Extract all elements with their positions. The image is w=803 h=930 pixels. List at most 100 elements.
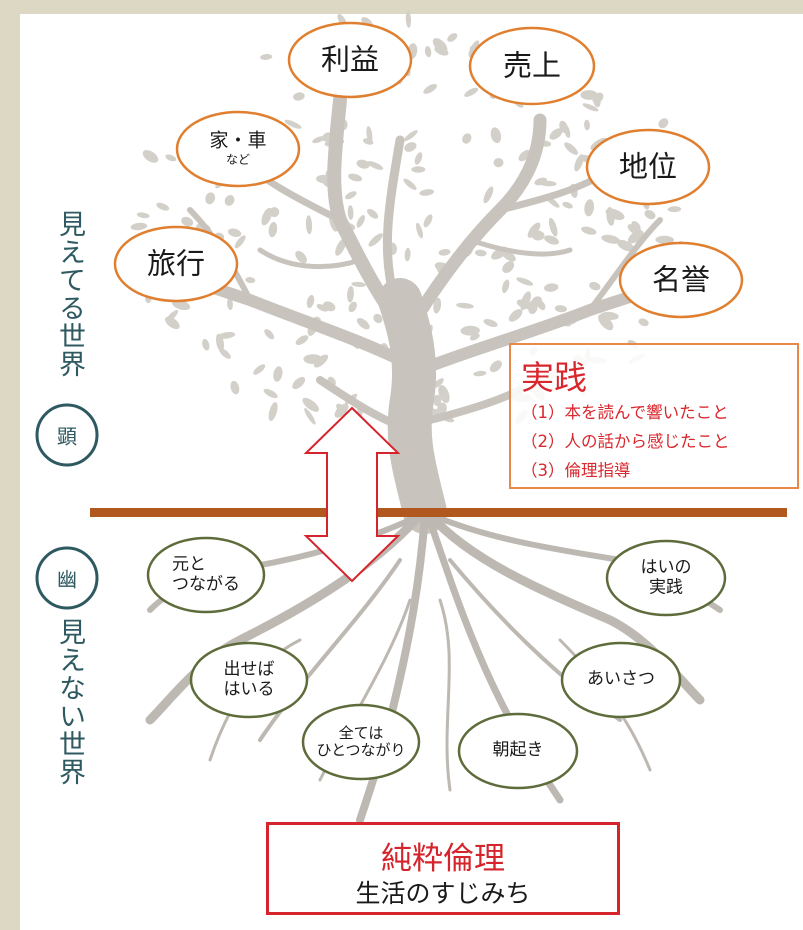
leaf: [367, 208, 379, 219]
leaf: [205, 192, 216, 205]
leaf: [527, 222, 541, 238]
leaf: [156, 202, 170, 211]
fruit-honor-label: 名誉: [651, 262, 711, 297]
practice-item-1: （1）本を読んで響いたこと: [521, 403, 729, 422]
leaf: [490, 127, 502, 144]
leaf: [582, 103, 599, 112]
leaf: [438, 249, 451, 256]
root-dase-line1: 出せば: [223, 659, 275, 680]
leaf: [312, 136, 326, 144]
leaf: [548, 217, 558, 237]
root-all-group: 全てはひとつながり: [317, 723, 406, 760]
practice-item-2: （2）人の話から感じたこと: [521, 432, 730, 451]
fruit-status-label: 地位: [618, 149, 678, 184]
practice-title: 実践: [521, 358, 587, 397]
leaf: [483, 186, 494, 204]
leaf: [348, 301, 357, 313]
leaf: [305, 215, 313, 235]
root-origin-line2: つながる: [172, 574, 240, 594]
leaf: [468, 40, 480, 58]
fruit-house-car-group: 家・車 など: [209, 129, 267, 168]
leaf: [273, 366, 283, 382]
leaf: [356, 215, 365, 228]
root-all-line1: 全ては: [338, 723, 384, 742]
root-oval-dase: [189, 641, 309, 719]
root-hai-line1: はいの: [640, 557, 692, 578]
leaf: [631, 221, 641, 231]
leaf: [601, 234, 621, 244]
leaf: [489, 360, 502, 373]
leaf: [516, 277, 534, 286]
fruit-oval-sales: [468, 26, 596, 106]
leaf: [403, 178, 417, 190]
leaf: [362, 138, 374, 145]
fruit-sales-label: 売上: [502, 48, 562, 83]
leaf: [411, 166, 426, 173]
leaf: [264, 329, 275, 340]
root-origin-group: 元とつながる: [172, 555, 240, 594]
root-greeting-label: あいさつ: [587, 669, 655, 690]
root-oval-early: [457, 712, 579, 790]
leaf: [260, 54, 273, 60]
practice-item-3: （3）倫理指導: [521, 461, 631, 480]
leaf: [224, 194, 235, 206]
leaf: [351, 281, 366, 287]
leaf: [433, 297, 442, 314]
root-oval-all: [301, 703, 421, 781]
practice-box: 実践 （1）本を読んで響いたこと （2）人の話から感じたこと （3）倫理指導: [509, 343, 799, 489]
leaf: [474, 249, 487, 257]
fruit-oval-profit: [287, 21, 413, 99]
leaf: [549, 128, 563, 140]
leaf: [423, 214, 433, 228]
leaf: [219, 348, 231, 359]
leaf: [539, 180, 557, 187]
fruit-oval-house-car: [175, 110, 301, 188]
leaf: [142, 150, 159, 163]
visible-circle-char: 顕: [57, 424, 77, 449]
leaf: [531, 296, 542, 305]
leaf: [227, 297, 233, 311]
leaf: [404, 247, 411, 262]
visible-circle: [35, 403, 99, 467]
leaf: [581, 226, 597, 235]
root-hai-line2: 実践: [649, 577, 683, 597]
leaf: [460, 325, 480, 336]
leaf: [356, 159, 370, 169]
leaf: [217, 332, 236, 339]
leaf: [544, 235, 560, 245]
leaf: [438, 385, 450, 403]
leaf: [518, 149, 531, 162]
leaf: [268, 402, 278, 421]
root-dase-line2: はいる: [223, 679, 275, 699]
leaf: [269, 207, 280, 218]
leaf: [367, 161, 384, 170]
invisible-circle: [35, 546, 99, 610]
leaf: [563, 124, 571, 138]
leaf: [403, 130, 418, 142]
leaf: [404, 142, 417, 152]
leaf: [502, 279, 510, 294]
root-origin-line1: 元と: [172, 554, 206, 575]
leaf: [316, 303, 328, 312]
leaf: [574, 154, 584, 172]
leaf: [136, 212, 150, 219]
leaf: [584, 119, 590, 131]
leaf: [502, 261, 515, 274]
fruit-profit-label: 利益: [320, 42, 380, 77]
pure-ethics-title: 純粋倫理: [381, 841, 505, 877]
root-oval-origin: [146, 536, 266, 614]
root-hai-group: はいの実践: [641, 558, 692, 597]
leaf: [172, 299, 191, 311]
leaf: [356, 318, 370, 330]
leaf: [554, 305, 567, 313]
leaf: [419, 189, 435, 196]
leaf: [245, 277, 256, 284]
leaf: [516, 299, 532, 310]
leaf: [592, 92, 604, 104]
fruit-house-car-label: 家・車: [209, 129, 267, 152]
leaf: [368, 233, 383, 247]
leaf: [202, 338, 210, 351]
leaf: [638, 318, 649, 327]
leaf: [302, 397, 319, 412]
leaf: [508, 309, 523, 322]
